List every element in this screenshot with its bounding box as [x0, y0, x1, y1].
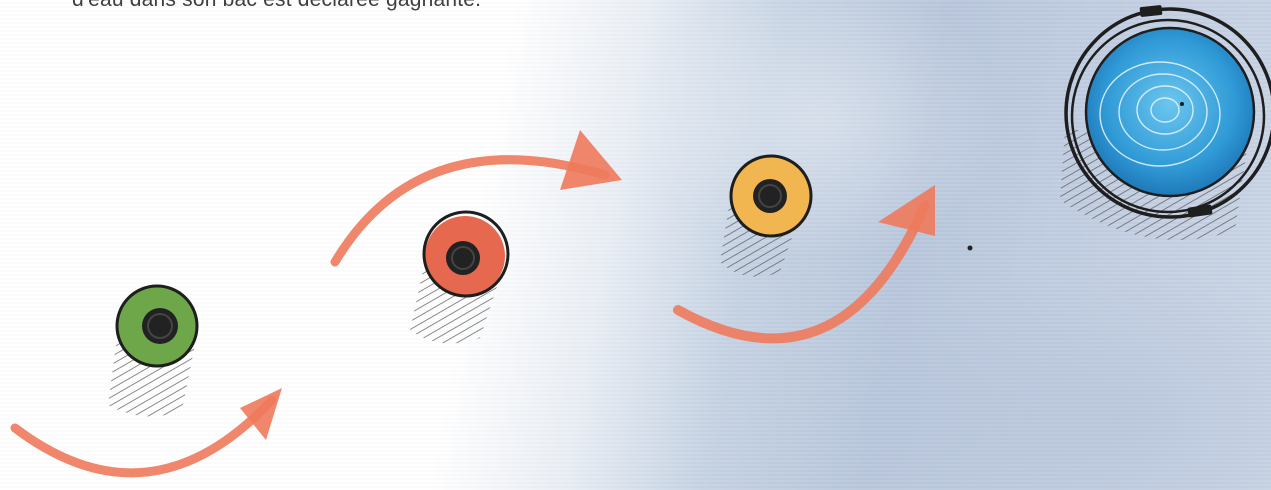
green-ball-icon [108, 286, 198, 416]
ink-dot [968, 246, 973, 251]
water-bucket-icon [1060, 5, 1271, 240]
red-ball-icon [410, 212, 508, 343]
yellow-ball-icon [720, 156, 811, 277]
